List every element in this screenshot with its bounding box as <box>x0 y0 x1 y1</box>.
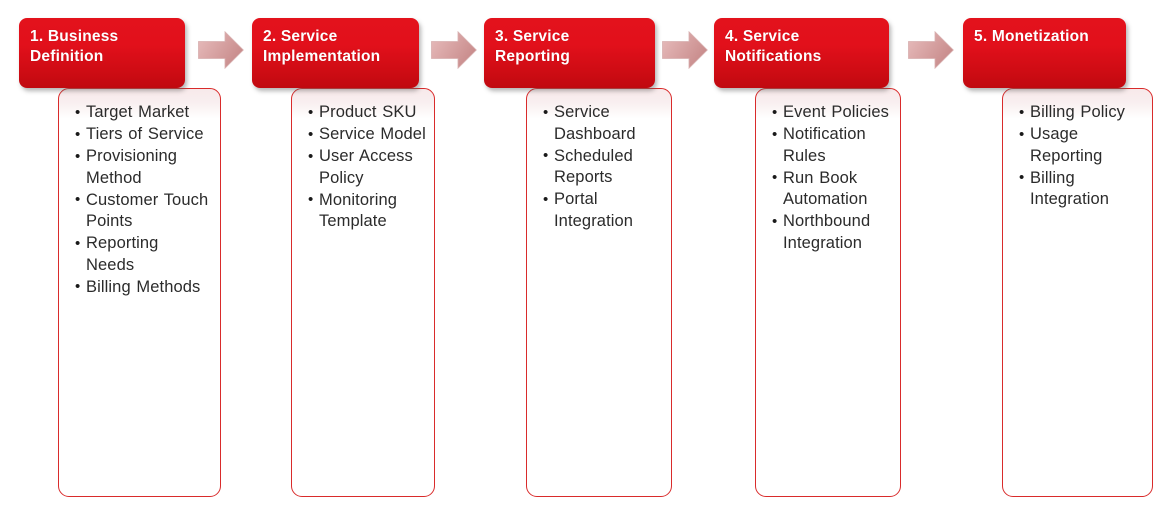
list-item[interactable]: Provisioning Method <box>75 146 212 189</box>
right-arrow-icon <box>662 31 708 69</box>
list-item[interactable]: Portal Integration <box>543 189 663 232</box>
list-item[interactable]: Tiers of Service <box>75 124 212 146</box>
panel-service-reporting: Service DashboardScheduled ReportsPortal… <box>526 88 672 497</box>
list-item[interactable]: Notification Rules <box>772 124 892 167</box>
list-item[interactable]: Monitoring Template <box>308 189 426 233</box>
bullet-list-monetization: Billing PolicyUsage ReportingBilling Int… <box>1003 89 1152 211</box>
list-item[interactable]: Scheduled Reports <box>543 145 663 189</box>
list-item[interactable]: Reporting Needs <box>75 233 212 276</box>
arrow-3-to-4 <box>662 31 708 69</box>
bullet-list-business-definition: Target MarketTiers of ServiceProvisionin… <box>59 89 220 298</box>
panel-service-notifications: Event PoliciesNotification RulesRun Book… <box>755 88 901 497</box>
panel-service-implementation: Product SKUService ModelUser Access Poli… <box>291 88 435 497</box>
bullet-list-service-reporting: Service DashboardScheduled ReportsPortal… <box>527 89 671 232</box>
arrow-4-to-5 <box>908 31 954 69</box>
stage-title: 4. Service Notifications <box>725 28 822 65</box>
list-item[interactable]: Usage Reporting <box>1019 124 1144 167</box>
stage-title: 2. Service Implementation <box>263 28 381 65</box>
list-item[interactable]: Customer Touch Points <box>75 189 212 233</box>
right-arrow-icon <box>198 31 244 69</box>
stage-title: 1. Business Definition <box>30 28 119 65</box>
stage-title: 5. Monetization <box>974 28 1089 45</box>
bullet-list-service-implementation: Product SKUService ModelUser Access Poli… <box>292 89 434 233</box>
list-item[interactable]: Billing Policy <box>1019 102 1144 124</box>
list-item[interactable]: Billing Methods <box>75 276 212 299</box>
list-item[interactable]: Northbound Integration <box>772 211 892 254</box>
panel-business-definition: Target MarketTiers of ServiceProvisionin… <box>58 88 221 497</box>
list-item[interactable]: Run Book Automation <box>772 167 892 211</box>
list-item[interactable]: User Access Policy <box>308 146 426 189</box>
right-arrow-icon <box>431 31 477 69</box>
list-item[interactable]: Service Model <box>308 124 426 146</box>
stage-header-service-notifications[interactable]: 4. Service Notifications <box>714 18 889 88</box>
arrow-2-to-3 <box>431 31 477 69</box>
stage-title: 3. Service Reporting <box>495 28 570 65</box>
right-arrow-icon <box>908 31 954 69</box>
list-item[interactable]: Target Market <box>75 102 212 124</box>
panel-monetization: Billing PolicyUsage ReportingBilling Int… <box>1002 88 1153 497</box>
stage-header-service-implementation[interactable]: 2. Service Implementation <box>252 18 419 88</box>
stage-header-service-reporting[interactable]: 3. Service Reporting <box>484 18 655 88</box>
list-item[interactable]: Product SKU <box>308 102 426 124</box>
list-item[interactable]: Event Policies <box>772 102 892 124</box>
list-item[interactable]: Billing Integration <box>1019 167 1144 211</box>
bullet-list-service-notifications: Event PoliciesNotification RulesRun Book… <box>756 89 900 254</box>
stage-header-monetization[interactable]: 5. Monetization <box>963 18 1126 88</box>
stage-header-business-definition[interactable]: 1. Business Definition <box>19 18 185 88</box>
list-item[interactable]: Service Dashboard <box>543 102 663 145</box>
arrow-1-to-2 <box>198 31 244 69</box>
